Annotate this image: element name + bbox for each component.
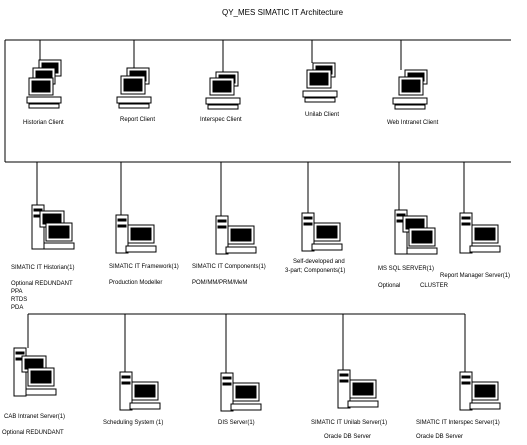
components-server-note: POM/MM/PRM/MeM [192, 280, 248, 286]
framework-server-icon [115, 214, 157, 254]
diagram-title: QY_MES SIMATIC IT Architecture [222, 8, 344, 17]
self-developed-label-line2: 3-part; Components(1) [285, 268, 346, 274]
cab-intranet-server-icon [13, 347, 57, 397]
web-intranet-client-workstation-icon [392, 69, 428, 110]
components-server-label: SIMATIC IT Components(1) [192, 264, 266, 270]
self-developed-label-line1: Self-developed and [293, 259, 345, 265]
scheduling-system-label: Scheduling System (1) [103, 420, 164, 426]
self-developed-server-icon [301, 212, 343, 252]
components-server-icon [215, 215, 257, 255]
dis-server-label: DIS Server(1) [218, 420, 255, 426]
unilab-client-label: Unilab Client [305, 112, 340, 118]
historian-server-label: SIMATIC IT Historian(1) [11, 265, 75, 271]
framework-server-label: SIMATIC IT Framework(1) [109, 264, 179, 270]
report-client-workstation-icon [116, 67, 152, 109]
historian-client-workstation-icon [26, 59, 62, 109]
historian-client-label: Historian Client [23, 120, 64, 126]
unilab-server-label: SIMATIC IT Unilab Server(1) [311, 420, 388, 426]
mssql-server-label: MS SQL SERVER(1) [378, 266, 435, 272]
historian-module-ppa: PPA [11, 289, 23, 295]
scheduling-system-icon [119, 371, 161, 411]
cab-intranet-server-label: CAB Intranet Server(1) [4, 414, 66, 420]
interspec-client-workstation-icon [205, 71, 241, 110]
historian-module-pda: PDA [11, 305, 24, 311]
historian-server-icon [31, 204, 75, 250]
interspec-server-note: Oracle DB Server [416, 434, 464, 440]
mssql-server-note-cluster: CLUSTER [420, 283, 449, 289]
web-intranet-client-label: Web Intranet Client [387, 120, 439, 126]
interspec-server-label: SIMATIC IT Interspec Server(1) [416, 420, 500, 426]
historian-module-rtds: RTDS [11, 297, 28, 303]
cab-intranet-server-note: Optional REDUNDANT [2, 430, 64, 436]
interspec-client-label: Interspec Client [200, 117, 242, 123]
report-manager-server-icon [459, 212, 501, 254]
dis-server-icon [220, 372, 262, 412]
mssql-server-icon [394, 209, 438, 255]
historian-server-note: Optional REDUNDANT [11, 281, 73, 287]
mssql-server-note-optional: Optional [378, 283, 401, 289]
unilab-server-note: Oracle DB Server [324, 434, 372, 440]
interspec-server-icon [459, 371, 501, 411]
unilab-server-icon [337, 369, 379, 409]
report-client-label: Report Client [120, 117, 156, 123]
framework-server-note: Production Modeller [109, 280, 163, 286]
unilab-client-workstation-icon [302, 62, 338, 103]
report-manager-server-label: Report Manager Server(1) [440, 273, 511, 279]
